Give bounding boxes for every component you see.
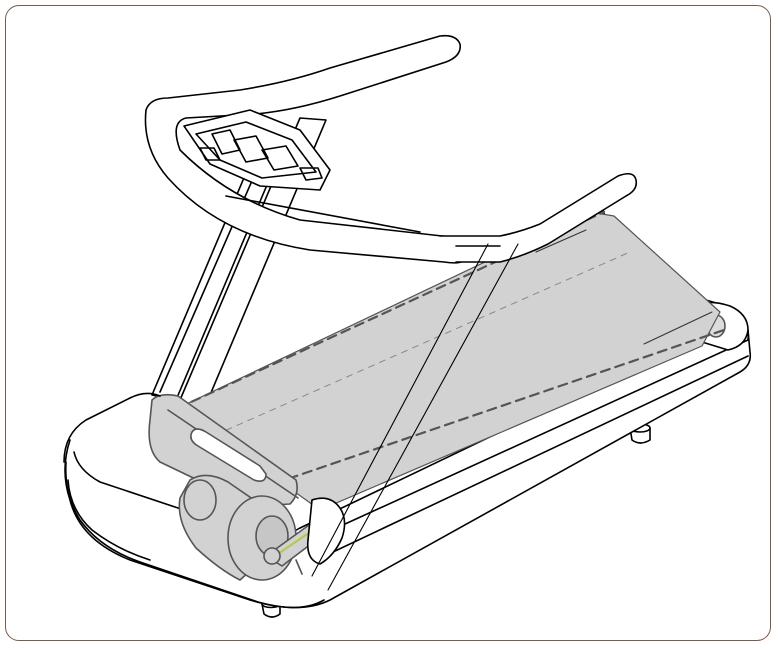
front-cover: [63, 392, 161, 463]
front-roller-cap: [306, 497, 346, 565]
console: [183, 109, 331, 191]
handrails: [144, 34, 638, 264]
crossing-frame-lines: [311, 243, 519, 591]
